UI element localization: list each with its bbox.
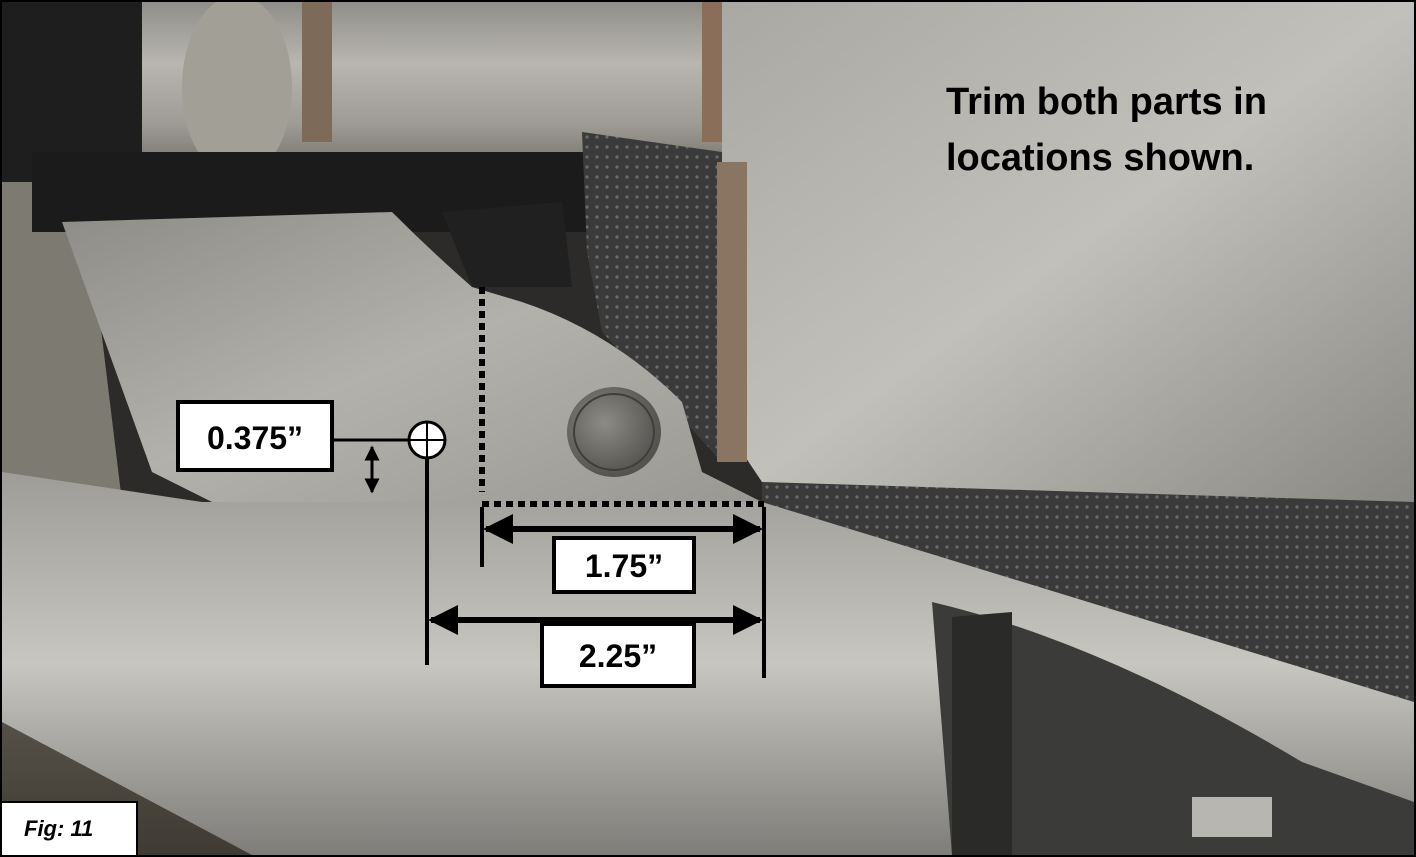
figure-caption: Fig: 11 bbox=[24, 816, 94, 841]
offset-label-box bbox=[176, 400, 334, 472]
instruction-line-2: locations shown. bbox=[946, 137, 1254, 179]
figure-caption-box: Fig: 11 bbox=[2, 801, 138, 855]
drill-hole-marker bbox=[407, 420, 447, 460]
short-label-box bbox=[552, 536, 696, 594]
short-dimension-label: 1.75” bbox=[585, 548, 663, 584]
offset-dimension-label: 0.375” bbox=[207, 420, 303, 456]
long-dimension-label: 2.25” bbox=[579, 638, 657, 674]
long-label-box bbox=[540, 622, 696, 688]
instruction-line-1: Trim both parts in bbox=[946, 81, 1267, 123]
